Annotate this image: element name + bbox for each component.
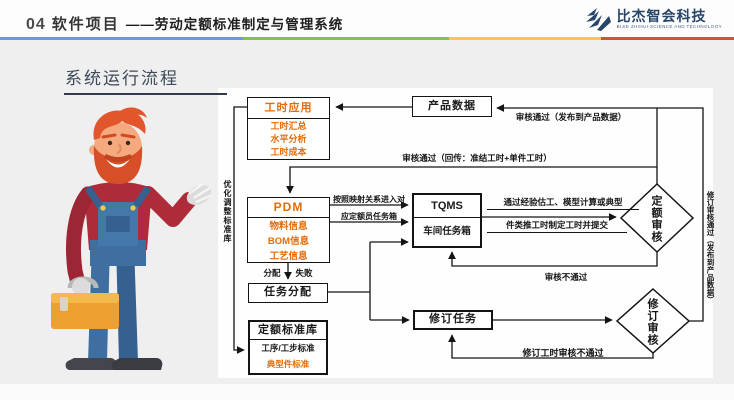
box-task-assign: 任务分配 (248, 283, 328, 303)
box-item: 工时汇总 (270, 121, 307, 131)
repairman-illustration (51, 107, 212, 370)
label-assign: 分配 (263, 268, 281, 278)
bottom-strip (0, 384, 734, 400)
box-item: 车间任务箱 (423, 226, 471, 237)
box-product-data: 产品数据 (412, 96, 492, 117)
label-revise-publish-vertical: 修订审核通过（发布到产品数据） (706, 191, 715, 304)
box-item: 物料信息 (269, 221, 308, 232)
box-item: 工艺信息 (269, 251, 308, 262)
label-estimate-2: 件类推工时制定工时并提交 (487, 219, 627, 233)
box-tqms: TQMS 车间任务箱 (412, 193, 482, 248)
header-rule-blue (0, 37, 243, 40)
page-title-rule (64, 93, 227, 95)
box-hours-app: 工时应用 工时汇总 水平分析 工时成本 (247, 97, 330, 160)
label-approve-return: 审核通过（回传：准结工时+单件工时） (402, 153, 552, 163)
box-item: BOM信息 (267, 236, 310, 247)
box-item: 工序/工步标准 (261, 343, 315, 353)
company-logo: 比杰智会科技 BIJIE ZHIHUI SCIENCE AND TECHNOLO… (585, 6, 722, 32)
label-fail: 失败 (295, 268, 313, 278)
logo-tagline: BIJIE ZHIHUI SCIENCE AND TECHNOLOGY (616, 23, 722, 29)
revise-review-label: 修订审核 (646, 298, 658, 346)
page-title: 系统运行流程 (65, 69, 179, 88)
label-approve-publish: 审核通过（发布到产品数据） (515, 112, 627, 122)
label-mapping-2: 应定额员任务箱 (341, 212, 397, 221)
box-quota-lib: 定额标准库 工序/工步标准 典型件标准 (248, 320, 328, 375)
section-number: 04 (26, 16, 46, 33)
header-rule-yellow (449, 37, 601, 40)
quota-review-label: 定额审核 (650, 195, 662, 243)
slide-header: 04 软件项目 ——劳动定额标准制定与管理系统 比杰智会科技 BIJIE ZHI… (0, 0, 734, 37)
box-item: 典型件标准 (266, 359, 310, 369)
header-rule-green (243, 37, 449, 40)
box-pdm: PDM 物料信息 BOM信息 工艺信息 (247, 197, 330, 263)
label-reject: 审核不通过 (544, 272, 588, 282)
box-revise-task: 修订任务 (413, 310, 493, 330)
box-item: 水平分析 (270, 134, 307, 144)
box-item: 工时成本 (270, 147, 307, 157)
header-title: 软件项目 (51, 16, 120, 33)
header-subtitle: ——劳动定额标准制定与管理系统 (125, 17, 344, 32)
header-rule-red (601, 37, 734, 40)
logo-icon (585, 8, 611, 31)
label-optimize-vertical: 优化调整标准库 (223, 179, 232, 243)
logo-text: 比杰智会科技 (616, 7, 707, 24)
label-mapping-1: 按照映射关系进入对 (333, 195, 405, 204)
label-estimate-1: 通过经验估工、模型计算或典型 (487, 196, 639, 210)
label-revise-reject: 修订工时审核不通过 (522, 348, 604, 358)
